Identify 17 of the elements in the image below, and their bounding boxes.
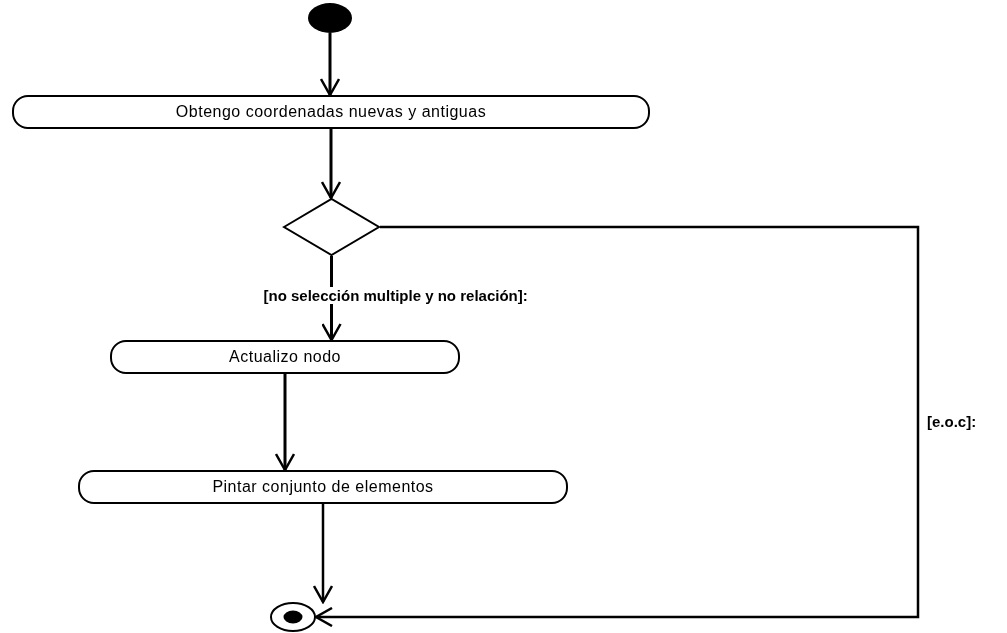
activity-box — [78, 470, 568, 504]
arrow — [321, 256, 342, 342]
arrow — [312, 504, 334, 604]
activity-box — [110, 340, 460, 374]
activity-label: Obtengo coordenadas nuevas y antiguas — [175, 103, 487, 121]
activity-label: Pintar conjunto de elementos — [212, 478, 434, 496]
activity-box — [12, 95, 650, 129]
initial-node — [308, 3, 352, 33]
decision-diamond — [283, 198, 380, 256]
arrow — [320, 129, 342, 200]
arrow — [314, 225, 920, 628]
activity-label: Actualizo nodo — [229, 348, 341, 366]
arrow — [319, 33, 341, 97]
final-node — [270, 602, 316, 632]
arrow — [274, 374, 296, 472]
guard-label: [no selección multiple y no relación]: — [262, 287, 529, 304]
guard-label: [e.o.c]: — [926, 413, 978, 430]
